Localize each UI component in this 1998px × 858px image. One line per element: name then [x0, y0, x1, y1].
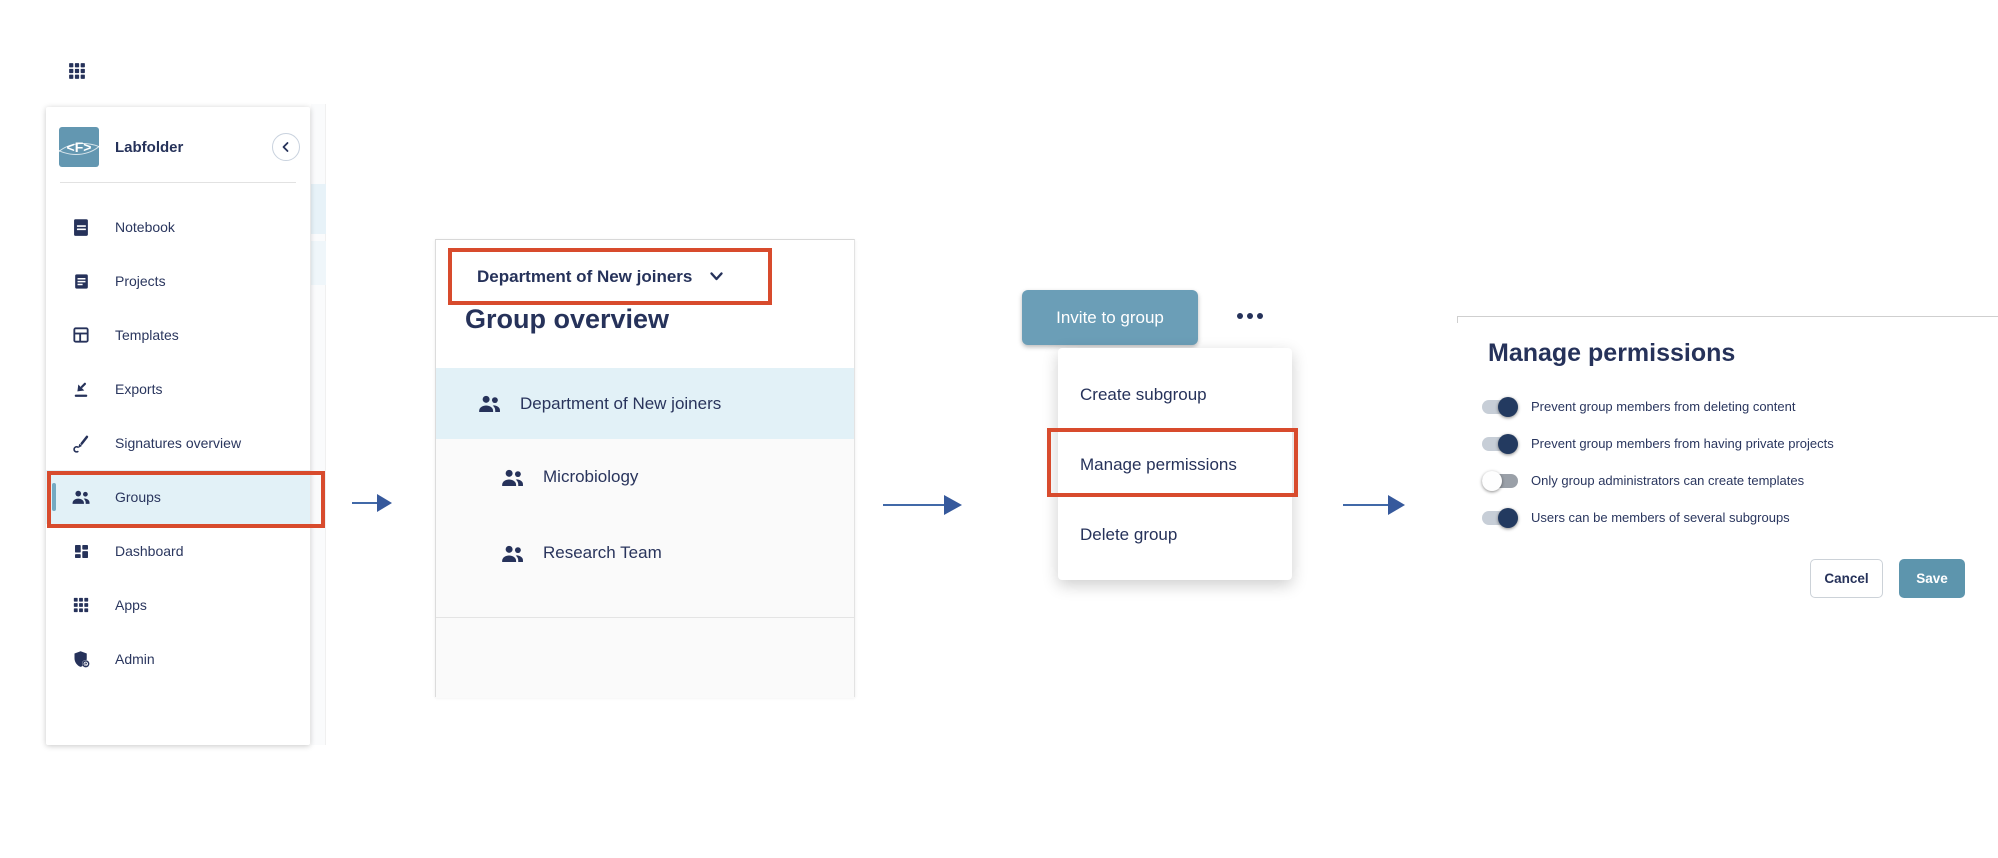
- cancel-button[interactable]: Cancel: [1810, 559, 1883, 598]
- sidebar-item-label: Admin: [115, 651, 155, 667]
- toggle-prevent-deleting-content[interactable]: [1482, 396, 1518, 417]
- save-button[interactable]: Save: [1899, 559, 1965, 598]
- flow-arrow: [352, 494, 392, 512]
- exports-icon: [70, 378, 92, 400]
- group-context-menu: Create subgroup Manage permissions Delet…: [1058, 348, 1292, 580]
- chevron-left-icon: [282, 142, 289, 152]
- content-sliver: [311, 104, 326, 745]
- signature-pen-icon: [70, 432, 92, 454]
- sidebar-item-exports[interactable]: Exports: [46, 362, 310, 416]
- flow-arrow: [883, 495, 962, 515]
- projects-icon: [70, 270, 92, 292]
- permission-row: Prevent group members from having privat…: [1482, 425, 1834, 462]
- group-people-icon: [499, 540, 526, 567]
- templates-icon: [70, 324, 92, 346]
- group-overview-panel: Department of New joiners Group overview: [435, 239, 855, 698]
- sidebar-item-templates[interactable]: Templates: [46, 308, 310, 362]
- group-row-department-of-new-joiners[interactable]: Department of New joiners: [436, 368, 854, 439]
- permission-row: Prevent group members from deleting cont…: [1482, 388, 1834, 425]
- group-row-label: Department of New joiners: [520, 393, 722, 413]
- flow-arrow: [1343, 495, 1405, 515]
- admin-shield-icon: e: [70, 648, 92, 670]
- group-row-microbiology[interactable]: Microbiology: [436, 439, 854, 515]
- panel-empty-area: [436, 591, 854, 698]
- sidebar-item-label: Signatures overview: [115, 435, 242, 451]
- sidebar-item-signatures-overview[interactable]: Signatures overview: [46, 416, 310, 470]
- toggle-members-of-several-subgroups[interactable]: [1482, 507, 1518, 528]
- sidebar-item-dashboard[interactable]: Dashboard: [46, 524, 310, 578]
- group-list: Department of New joiners Microbiology: [436, 368, 854, 591]
- content-sliver-highlight: [311, 184, 326, 234]
- group-row-research-team[interactable]: Research Team: [436, 515, 854, 591]
- permission-label: Only group administrators can create tem…: [1531, 473, 1805, 488]
- sidebar-nav: Notebook Projects: [46, 200, 310, 686]
- dashboard-icon: [70, 540, 92, 562]
- group-people-icon: [476, 390, 503, 417]
- panel-corner-tick: [1457, 316, 1458, 323]
- sidebar-item-label: Exports: [115, 381, 163, 397]
- app-launcher-grid-icon[interactable]: [66, 60, 90, 84]
- sidebar-item-label: Projects: [115, 273, 166, 289]
- toggle-only-admins-create-templates[interactable]: [1482, 470, 1518, 491]
- permission-label: Prevent group members from deleting cont…: [1531, 399, 1796, 414]
- more-options-ellipsis-icon[interactable]: [1237, 313, 1263, 319]
- sidebar-item-label: Templates: [115, 327, 179, 343]
- sidebar-item-label: Dashboard: [115, 543, 184, 559]
- sidebar-item-groups[interactable]: Groups: [46, 470, 310, 524]
- sidebar-item-label: Apps: [115, 597, 147, 613]
- sidebar-item-projects[interactable]: Projects: [46, 254, 310, 308]
- page-title: Group overview: [465, 304, 670, 334]
- svg-text:e: e: [84, 661, 87, 667]
- dialog-actions: Cancel Save: [1810, 559, 1965, 598]
- menu-item-create-subgroup[interactable]: Create subgroup: [1080, 385, 1207, 404]
- permission-label: Users can be members of several subgroup…: [1531, 510, 1790, 525]
- divider: [60, 182, 296, 183]
- brand-name: Labfolder: [115, 138, 184, 156]
- panel-top-border: [1457, 316, 1998, 317]
- selected-indicator: [52, 483, 56, 511]
- sidebar-item-apps[interactable]: Apps: [46, 578, 310, 632]
- brand-row: <F> Labfolder: [46, 125, 310, 169]
- sidebar-item-notebook[interactable]: Notebook: [46, 200, 310, 254]
- invite-to-group-button[interactable]: Invite to group: [1022, 290, 1198, 345]
- divider: [436, 617, 854, 618]
- content-sliver-highlight: [311, 241, 326, 285]
- chevron-down-icon: [709, 271, 724, 282]
- groups-icon: [70, 486, 92, 508]
- manage-permissions-title: Manage permissions: [1488, 339, 1736, 367]
- permissions-list: Prevent group members from deleting cont…: [1482, 388, 1834, 536]
- sidebar-collapse-button[interactable]: [272, 133, 300, 161]
- toggle-prevent-private-projects[interactable]: [1482, 433, 1518, 454]
- group-row-label: Research Team: [543, 543, 662, 562]
- group-selector-dropdown[interactable]: Department of New joiners: [453, 253, 724, 300]
- permission-label: Prevent group members from having privat…: [1531, 436, 1834, 451]
- group-people-icon: [499, 464, 526, 491]
- permission-row: Users can be members of several subgroup…: [1482, 499, 1834, 536]
- permission-row: Only group administrators can create tem…: [1482, 462, 1834, 499]
- sidebar-item-label: Groups: [115, 489, 161, 505]
- sidebar: <F> Labfolder Notebook: [46, 107, 310, 745]
- notebook-icon: [70, 216, 92, 238]
- group-row-label: Microbiology: [543, 467, 639, 486]
- menu-item-delete-group[interactable]: Delete group: [1080, 525, 1178, 544]
- sidebar-item-admin[interactable]: e Admin: [46, 632, 310, 686]
- sidebar-item-label: Notebook: [115, 219, 175, 235]
- menu-item-manage-permissions[interactable]: Manage permissions: [1080, 455, 1237, 474]
- labfolder-logo-icon: <F>: [59, 127, 99, 167]
- apps-grid-icon: [70, 594, 92, 616]
- group-selector-label: Department of New joiners: [477, 266, 693, 286]
